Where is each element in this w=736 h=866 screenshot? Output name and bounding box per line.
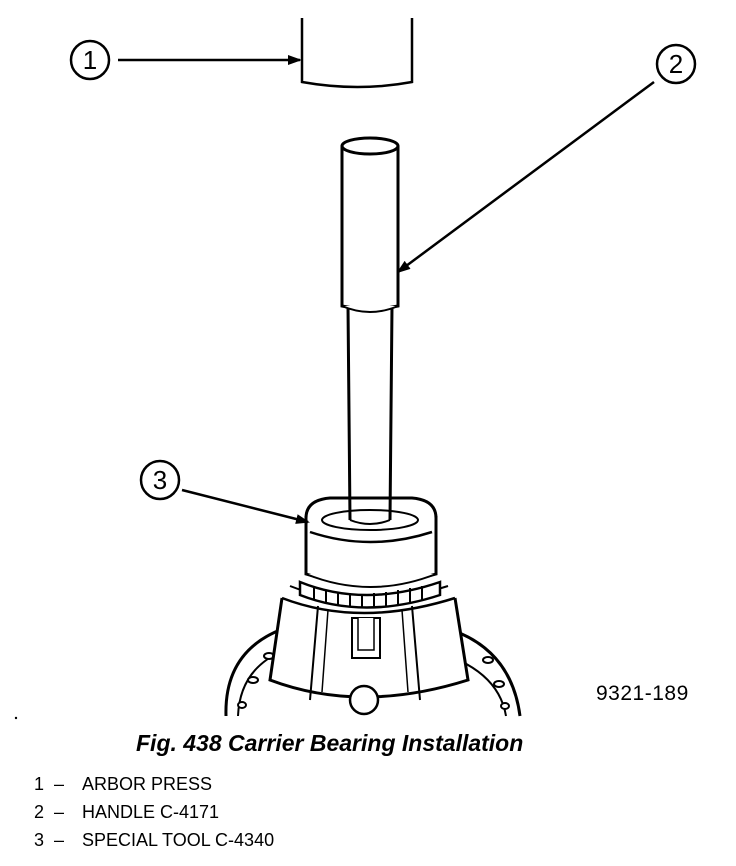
arbor-press-ram bbox=[300, 18, 414, 89]
callout-1: 1 bbox=[69, 39, 302, 81]
legend-list: 1–ARBOR PRESS 2–HANDLE C-4171 3–SPECIAL … bbox=[34, 770, 274, 854]
legend-number: 3 bbox=[34, 830, 45, 850]
figure-code: 9321-189 bbox=[596, 682, 689, 705]
legend-item: 2–HANDLE C-4171 bbox=[34, 798, 274, 826]
legend-text: ARBOR PRESS bbox=[82, 774, 213, 794]
legend-separator: – bbox=[54, 830, 65, 850]
legend-item: 1–ARBOR PRESS bbox=[34, 770, 274, 798]
legend-number: 1 bbox=[34, 774, 45, 794]
legend-text: HANDLE C-4171 bbox=[82, 802, 220, 822]
special-tool bbox=[304, 496, 438, 588]
legend-number: 2 bbox=[34, 802, 45, 822]
legend-separator: – bbox=[54, 774, 65, 794]
legend-text: SPECIAL TOOL C-4340 bbox=[82, 830, 275, 850]
svg-text:3: 3 bbox=[153, 465, 167, 495]
svg-text:1: 1 bbox=[83, 45, 97, 75]
carrier-bearing-illustration: 1 2 3 bbox=[14, 18, 697, 720]
callout-2: 2 bbox=[396, 43, 697, 274]
handle bbox=[340, 136, 400, 525]
svg-text:2: 2 bbox=[669, 49, 683, 79]
callout-3: 3 bbox=[139, 459, 310, 524]
legend-separator: – bbox=[54, 802, 65, 822]
differential-carrier bbox=[224, 580, 522, 717]
legend-item: 3–SPECIAL TOOL C-4340 bbox=[34, 826, 274, 854]
figure-caption: Fig. 438 Carrier Bearing Installation bbox=[136, 730, 524, 756]
